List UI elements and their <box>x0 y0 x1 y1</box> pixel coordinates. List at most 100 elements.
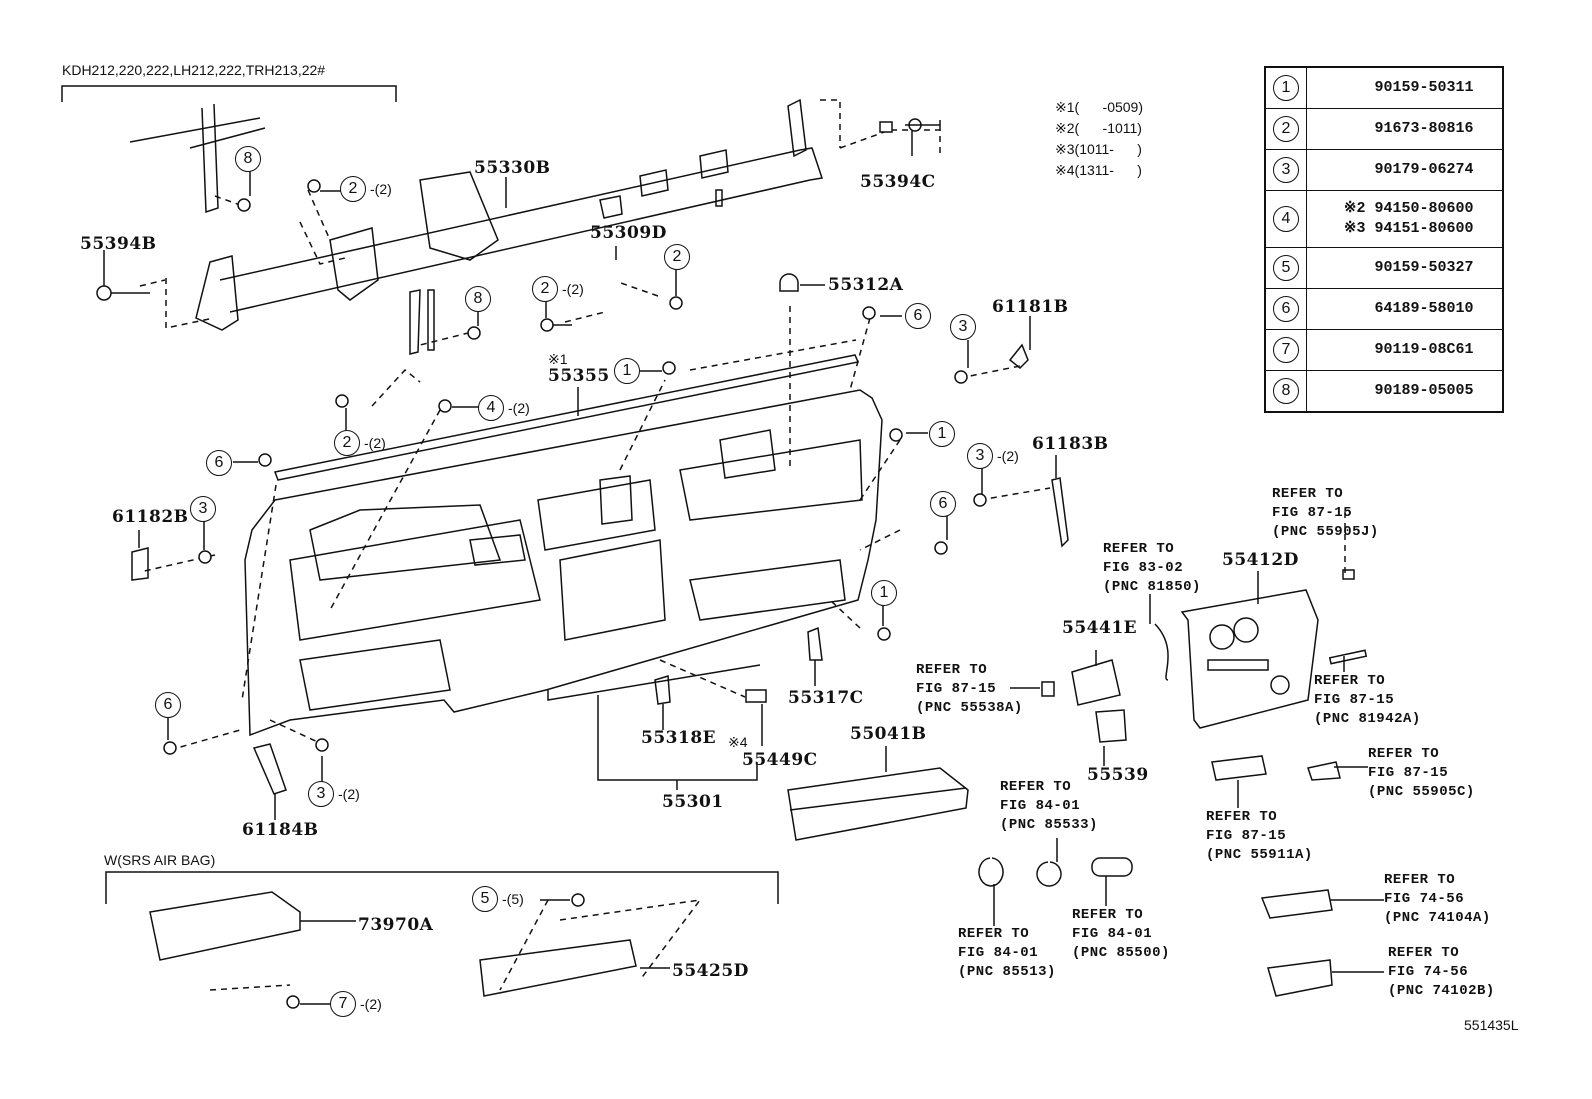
part-number[interactable]: 90159-50327 <box>1306 247 1503 289</box>
legend-row: 2 91673-80816 <box>1264 108 1503 150</box>
part-label-55301[interactable]: 55301 <box>662 792 724 812</box>
center-cluster-55412D <box>1180 589 1319 729</box>
figure-code: 551435L <box>1464 1017 1519 1033</box>
callout-number: 8 <box>1273 378 1299 404</box>
strip-81942A <box>1328 649 1368 665</box>
part-label-55449C[interactable]: 55449C <box>742 750 818 770</box>
part-85513 <box>978 857 1004 887</box>
part-label-55394B[interactable]: 55394B <box>80 234 157 254</box>
part-number[interactable]: 90119-08C61 <box>1306 329 1503 371</box>
reference-note-81850[interactable]: REFER TO FIG 83-02 (PNC 81850) <box>1103 541 1201 595</box>
note-range: (1311- ) <box>1074 162 1142 178</box>
part-label-55318E[interactable]: 55318E <box>641 728 717 748</box>
part-label-61183B[interactable]: 61183B <box>1032 434 1109 454</box>
fasteners <box>96 118 987 1009</box>
callout-4[interactable]: 4 <box>478 395 504 421</box>
callout-3[interactable]: 3 <box>950 314 976 340</box>
reference-note-74104A[interactable]: REFER TO FIG 74-56 (PNC 74104A) <box>1384 872 1491 926</box>
part-number[interactable]: ※2 94150-80600 <box>1343 200 1474 217</box>
note-mark: ※4 <box>1055 162 1075 178</box>
callout-number: 3 <box>1273 157 1299 183</box>
leader-lines <box>103 130 1384 1005</box>
bracket-fragment <box>129 117 266 149</box>
part-74102B <box>1267 959 1333 997</box>
callout-quantity: -(2) <box>370 181 392 197</box>
legend-row: 8 90189-05005 <box>1264 370 1503 413</box>
callout-1[interactable]: 1 <box>871 580 897 606</box>
reference-note-85533[interactable]: REFER TO FIG 84-01 (PNC 85533) <box>1000 779 1098 833</box>
callout-7[interactable]: 7 <box>330 991 356 1017</box>
date-note: ※4(1311- ) <box>1055 163 1143 184</box>
bracket-strip <box>201 103 219 214</box>
panel-lower-edge <box>547 664 761 701</box>
airbag-55425D <box>479 939 637 997</box>
callout-6[interactable]: 6 <box>905 303 931 329</box>
reference-note-81942A[interactable]: REFER TO FIG 87-15 (PNC 81942A) <box>1314 673 1421 727</box>
bracket-61183B <box>1051 477 1069 548</box>
reference-note-55538A[interactable]: REFER TO FIG 87-15 (PNC 55538A) <box>916 662 1023 716</box>
reference-note-55905C[interactable]: REFER TO FIG 87-15 (PNC 55905C) <box>1368 746 1475 800</box>
reference-note-55905J[interactable]: REFER TO FIG 87-15 (PNC 55905J) <box>1272 486 1379 540</box>
note-mark: ※1 <box>1055 99 1075 115</box>
callout-2[interactable]: 2 <box>340 176 366 202</box>
part-74104A <box>1260 889 1333 919</box>
callout-1[interactable]: 1 <box>929 421 955 447</box>
part-number[interactable]: 90179-06274 <box>1306 149 1503 191</box>
reference-note-85500[interactable]: REFER TO FIG 84-01 (PNC 85500) <box>1072 907 1170 961</box>
legend-row: 4※2 94150-80600※3 94151-80600 <box>1264 190 1503 248</box>
srs-section-title: W(SRS AIR BAG) <box>104 852 216 868</box>
date-note: ※3(1011- ) <box>1055 142 1143 163</box>
note-mark-55449C: ※4 <box>728 734 748 750</box>
reference-note-74102B[interactable]: REFER TO FIG 74-56 (PNC 74102B) <box>1388 945 1495 999</box>
reference-note-85513[interactable]: REFER TO FIG 84-01 (PNC 85513) <box>958 926 1056 980</box>
part-number[interactable]: 90189-05005 <box>1306 370 1503 413</box>
callout-8[interactable]: 8 <box>235 146 261 172</box>
part-number[interactable]: ※3 94151-80600 <box>1343 220 1474 237</box>
part-number[interactable]: 91673-80816 <box>1306 108 1503 150</box>
part-number[interactable]: 90159-50311 <box>1306 66 1503 109</box>
part-85533 <box>1036 861 1062 887</box>
bracket-61184B <box>252 743 287 795</box>
applicability-bracket <box>61 85 397 102</box>
airbag-73970A <box>149 891 301 961</box>
part-label-55355[interactable]: 55355 <box>548 366 610 386</box>
callout-3[interactable]: 3 <box>308 781 334 807</box>
part-label-55412D[interactable]: 55412D <box>1222 550 1299 570</box>
callout-3[interactable]: 3 <box>967 443 993 469</box>
part-label-73970A[interactable]: 73970A <box>358 915 434 935</box>
callout-5[interactable]: 5 <box>472 886 498 912</box>
part-label-55317C[interactable]: 55317C <box>788 688 864 708</box>
callout-number: 2 <box>1273 116 1299 142</box>
part-label-55441E[interactable]: 55441E <box>1062 618 1138 638</box>
part-label-61181B[interactable]: 61181B <box>992 297 1069 317</box>
clip-55318E <box>654 675 671 705</box>
callout-2[interactable]: 2 <box>532 276 558 302</box>
part-number[interactable]: 64189-58010 <box>1306 288 1503 330</box>
part-label-61184B[interactable]: 61184B <box>242 820 319 840</box>
part-label-55539[interactable]: 55539 <box>1087 765 1149 785</box>
callout-1[interactable]: 1 <box>614 358 640 384</box>
part-label-55394C[interactable]: 55394C <box>860 172 936 192</box>
callout-6[interactable]: 6 <box>930 491 956 517</box>
date-notes: ※1( -0509) ※2( -1011) ※3(1011- ) ※4(1311… <box>1055 100 1143 184</box>
callout-3[interactable]: 3 <box>190 496 216 522</box>
part-label-55041B[interactable]: 55041B <box>850 724 927 744</box>
callout-6[interactable]: 6 <box>206 450 232 476</box>
part-label-55312A[interactable]: 55312A <box>828 275 904 295</box>
part-label-55309D[interactable]: 55309D <box>590 223 667 243</box>
part-label-61182B[interactable]: 61182B <box>112 507 189 527</box>
clip-55905J <box>1342 569 1355 580</box>
callout-2[interactable]: 2 <box>664 244 690 270</box>
callout-6[interactable]: 6 <box>155 692 181 718</box>
part-label-55425D[interactable]: 55425D <box>672 961 749 981</box>
legend-row: 3 90179-06274 <box>1264 149 1503 191</box>
callout-2[interactable]: 2 <box>334 430 360 456</box>
note-mark-55355: ※1 <box>548 351 568 367</box>
reference-note-55911A[interactable]: REFER TO FIG 87-15 (PNC 55911A) <box>1206 809 1313 863</box>
callout-8[interactable]: 8 <box>465 286 491 312</box>
part-label-55330B[interactable]: 55330B <box>474 158 551 178</box>
